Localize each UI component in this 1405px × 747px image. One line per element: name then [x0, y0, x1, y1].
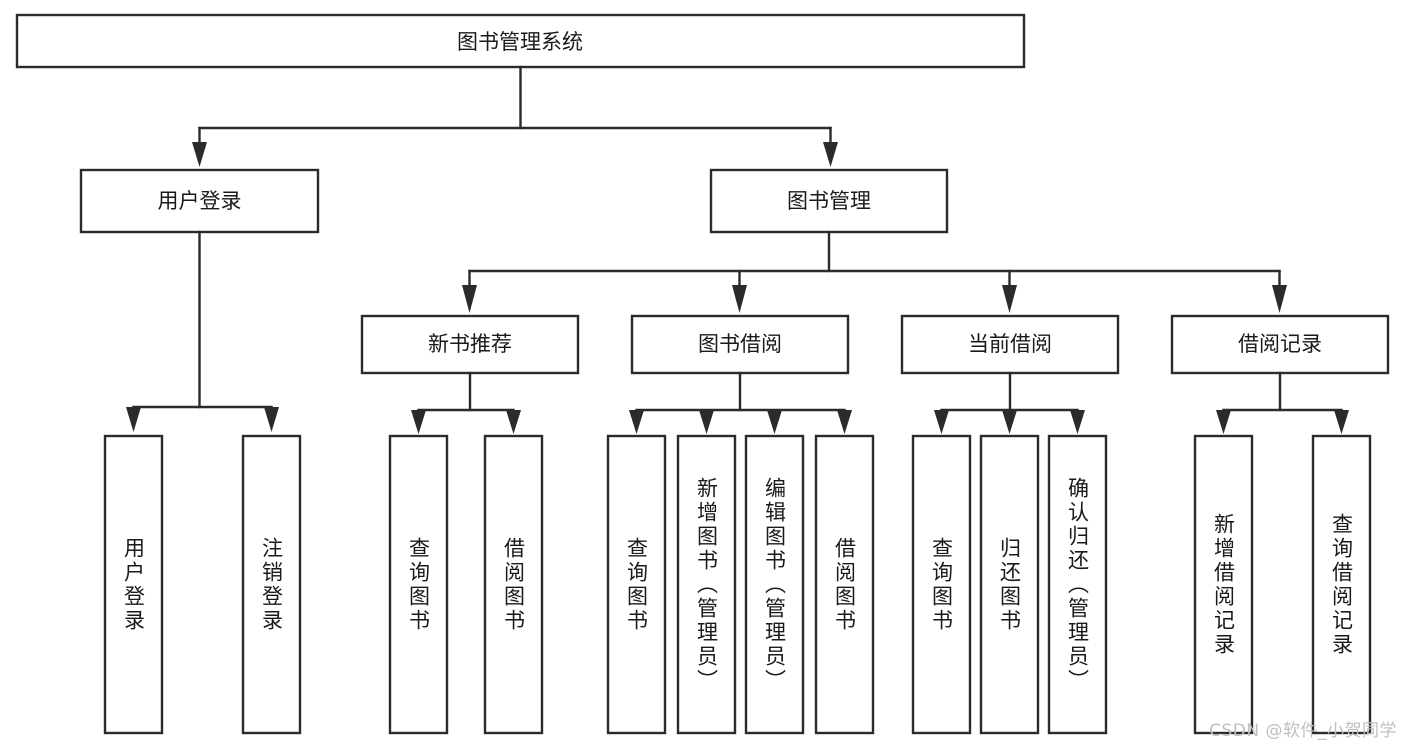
leaf-borrow-book-2-box[interactable]: [814, 434, 875, 735]
borrow-record-label: 借阅记录: [1238, 332, 1322, 356]
arrow-head-icon: [732, 285, 747, 313]
leaf-borrow-book-1-box[interactable]: [483, 434, 544, 735]
connector-root-to-level2: [192, 65, 838, 167]
current-borrow-label: 当前借阅: [968, 332, 1052, 356]
arrow-head-icon: [1002, 285, 1017, 313]
node-root-system[interactable]: 图书管理系统: [15, 13, 1026, 69]
connector-book-management-to-level3: [462, 230, 1287, 313]
arrow-head-icon: [126, 407, 141, 432]
leaf-user-login-box[interactable]: [103, 434, 164, 735]
root-system-box[interactable]: [15, 13, 1026, 69]
connector-current-borrow-to-leaves: [934, 371, 1085, 434]
arrow-head-icon: [462, 285, 477, 313]
user-login-box[interactable]: [79, 168, 320, 234]
arrow-head-icon: [1002, 410, 1017, 434]
arrow-head-icon: [1070, 410, 1085, 434]
arrow-head-icon: [823, 142, 838, 167]
new-book-recommend-label: 新书推荐: [428, 332, 512, 356]
leaf-edit-book-box[interactable]: [744, 434, 805, 735]
arrow-head-icon: [767, 410, 782, 434]
arrow-head-icon: [934, 410, 949, 434]
node-book-management[interactable]: 图书管理: [709, 168, 949, 234]
connector-user-login-to-leaves: [126, 230, 279, 432]
node-book-borrow[interactable]: 图书借阅: [630, 314, 850, 375]
leaf-add-book-box[interactable]: [676, 434, 737, 735]
leaf-query-book-3-box[interactable]: [911, 434, 972, 735]
arrow-head-icon: [192, 142, 207, 167]
leaf-logout-login-box[interactable]: [241, 434, 302, 735]
book-management-label: 图书管理: [787, 189, 871, 213]
arrow-head-icon: [264, 407, 279, 432]
current-borrow-box[interactable]: [900, 314, 1120, 375]
new-book-recommend-box[interactable]: [360, 314, 580, 375]
leaf-query-book-1-box[interactable]: [388, 434, 449, 735]
watermark-text: CSDN @软件_小贺同学: [1209, 721, 1397, 741]
connector-new-book-recommend-to-leaves: [411, 371, 521, 434]
arrow-head-icon: [699, 410, 714, 434]
arrow-head-icon: [1216, 410, 1231, 434]
node-user-login[interactable]: 用户登录: [79, 168, 320, 234]
user-login-label: 用户登录: [158, 189, 242, 213]
leaf-return-book-box[interactable]: [979, 434, 1040, 735]
node-borrow-record[interactable]: 借阅记录: [1170, 314, 1390, 375]
node-current-borrow[interactable]: 当前借阅: [900, 314, 1120, 375]
arrow-head-icon: [1334, 410, 1349, 434]
node-new-book-recommend[interactable]: 新书推荐: [360, 314, 580, 375]
book-borrow-label: 图书借阅: [698, 332, 782, 356]
arrow-head-icon: [1272, 285, 1287, 313]
root-system-label: 图书管理系统: [457, 30, 583, 54]
connector-borrow-record-to-leaves: [1216, 371, 1349, 434]
arrow-head-icon: [506, 410, 521, 434]
leaf-confirm-return-box[interactable]: [1047, 434, 1108, 735]
arrow-head-icon: [629, 410, 644, 434]
arrow-head-icon: [411, 410, 426, 434]
connector-book-borrow-to-leaves: [629, 371, 852, 434]
leaf-add-record-box[interactable]: [1193, 434, 1254, 735]
leaf-query-book-2-box[interactable]: [606, 434, 667, 735]
arrow-head-icon: [837, 410, 852, 434]
leaf-query-record-box[interactable]: [1311, 434, 1372, 735]
